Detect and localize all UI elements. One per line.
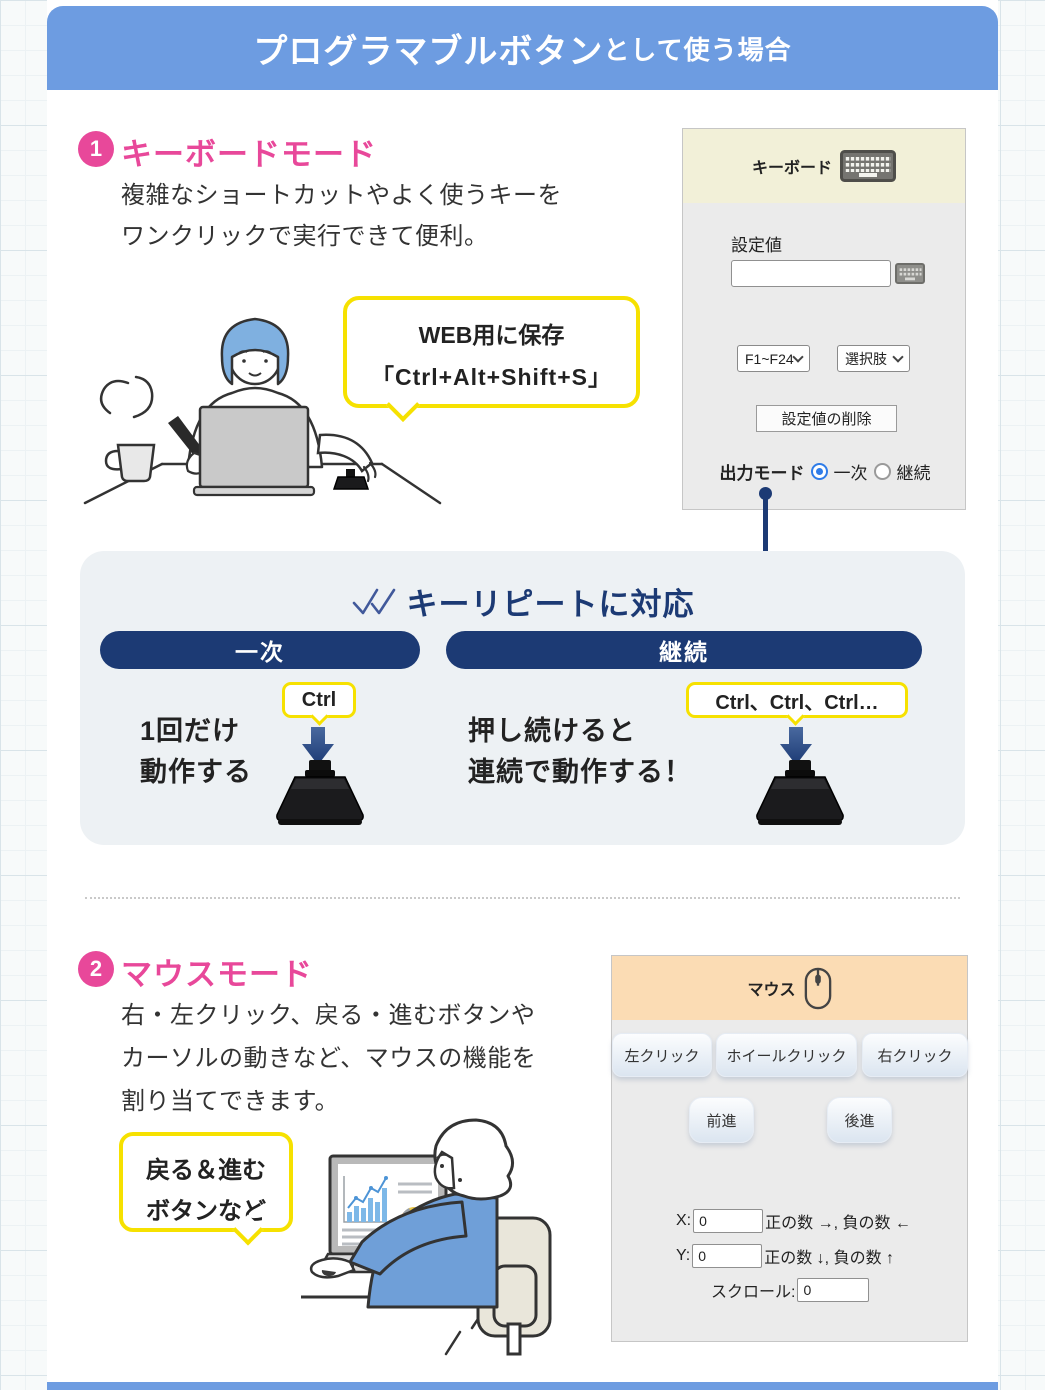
scroll-label: スクロール: bbox=[711, 1284, 796, 1301]
page-title-banner: プログラマブルボタン として使う場合 bbox=[47, 6, 998, 90]
setting-value-input[interactable] bbox=[731, 260, 891, 287]
back-forward-speech-bubble: 戻る＆進む ボタンなど bbox=[119, 1132, 293, 1246]
y-label: Y: bbox=[676, 1247, 691, 1264]
section2-body-line1: 右・左クリック、戻る・進むボタンや bbox=[121, 1002, 536, 1029]
section2-body-line3: 割り当てできます。 bbox=[121, 1088, 340, 1115]
save-bubble-line2: 「Ctrl+Alt+Shift+S」 bbox=[370, 364, 612, 390]
x-label: X: bbox=[676, 1212, 692, 1229]
y-coordinate-row: Y: 正の数 ↓, 負の数 ↑ bbox=[676, 1244, 894, 1268]
keyboard-settings-panel: キーボード 設定値 F1~F24 選択肢 設定値の削除 bbox=[682, 128, 966, 510]
delete-setting-button[interactable]: 設定値の削除 bbox=[756, 405, 897, 432]
section2-body-line2: カーソルの動きなど、マウスの機能を bbox=[121, 1045, 537, 1072]
connector-dot bbox=[759, 487, 772, 500]
section-divider bbox=[85, 897, 960, 899]
double-check-icon bbox=[352, 588, 395, 614]
setting-value-label: 設定値 bbox=[731, 236, 782, 255]
choice-value: 選択肢 bbox=[845, 350, 887, 367]
mouse-panel-header: マウス bbox=[612, 956, 967, 1020]
section1-heading: キーボードモード bbox=[121, 137, 377, 172]
mouse-panel-title: マウス bbox=[747, 982, 796, 999]
x-input[interactable] bbox=[693, 1209, 764, 1233]
section2-heading: マウスモード bbox=[121, 957, 313, 992]
arrow-down-icon bbox=[302, 727, 334, 765]
section2-number-badge: 2 bbox=[78, 951, 114, 987]
person-with-charts-illustration bbox=[301, 1118, 552, 1356]
mouse-icon bbox=[804, 967, 831, 1009]
mouse-settings-panel: マウス 左クリック ホイールクリック 右クリック 前進 後進 X: 正の数 →,… bbox=[611, 955, 968, 1342]
key-select-value: F1~F24 bbox=[745, 350, 794, 367]
scroll-row: スクロール: bbox=[711, 1278, 870, 1302]
continuous-bar: 継続 bbox=[446, 631, 922, 669]
key-select-dropdown[interactable]: F1~F24 bbox=[737, 345, 810, 372]
button-device-image bbox=[276, 760, 364, 825]
key-repeat-title: キーリピートに対応 bbox=[406, 587, 695, 622]
radio-primary-icon[interactable] bbox=[810, 463, 828, 480]
key-repeat-title-row: キーリピートに対応 bbox=[80, 579, 965, 624]
keyboard-panel-title: キーボード bbox=[751, 160, 832, 177]
back-forward-line1: 戻る＆進む bbox=[146, 1157, 266, 1184]
primary-text: 1回だけ 動作する bbox=[140, 716, 252, 787]
ctrl-repeat-bubble: Ctrl、Ctrl、Ctrl… bbox=[686, 682, 908, 726]
radio-primary-label: 一次 bbox=[833, 464, 868, 483]
y-input[interactable] bbox=[692, 1244, 763, 1268]
left-click-button[interactable]: 左クリック bbox=[612, 1033, 712, 1077]
right-click-button[interactable]: 右クリック bbox=[862, 1033, 968, 1077]
continuous-text: 押し続けると 連続で動作する！ bbox=[468, 716, 692, 787]
arrow-down-icon bbox=[780, 727, 812, 765]
page-title-main: プログラマブルボタン bbox=[253, 32, 604, 71]
x-coordinate-row: X: 正の数 →, 負の数 ← bbox=[676, 1209, 911, 1233]
keyboard-icon bbox=[840, 150, 896, 182]
section1-body-line2: ワンクリックで実行できて便利。 bbox=[121, 223, 489, 250]
section1-number-badge: 1 bbox=[78, 131, 114, 167]
save-speech-bubble: WEB用に保存 「Ctrl+Alt+Shift+S」 bbox=[343, 296, 640, 422]
next-banner-edge bbox=[47, 1382, 998, 1390]
page-title-sub: として使う場合 bbox=[603, 34, 792, 65]
button-device-image bbox=[756, 760, 844, 825]
radio-continuous-icon[interactable] bbox=[873, 463, 891, 480]
key-repeat-box: キーリピートに対応 一次 継続 1回だけ 動作する Ctrl 押し続けると 連続… bbox=[80, 551, 965, 845]
chevron-down-icon bbox=[892, 350, 904, 363]
x-hint: 正の数 →, 負の数 ← bbox=[765, 1215, 911, 1232]
ctrl-bubble: Ctrl bbox=[282, 682, 356, 726]
save-bubble-line1: WEB用に保存 bbox=[418, 322, 565, 348]
chevron-down-icon bbox=[792, 350, 804, 363]
primary-bar: 一次 bbox=[100, 631, 420, 669]
person-at-laptop-illustration bbox=[83, 317, 442, 505]
back-button[interactable]: 後進 bbox=[827, 1097, 892, 1143]
output-mode-label: 出力モード bbox=[719, 464, 805, 483]
keyboard-panel-header: キーボード bbox=[683, 129, 965, 203]
radio-continuous-label: 継続 bbox=[896, 464, 931, 483]
scroll-input[interactable] bbox=[797, 1278, 870, 1302]
y-hint: 正の数 ↓, 負の数 ↑ bbox=[764, 1250, 895, 1267]
choice-dropdown[interactable]: 選択肢 bbox=[837, 345, 910, 372]
wheel-click-button[interactable]: ホイールクリック bbox=[716, 1033, 857, 1077]
section1-body-line1: 複雑なショートカットやよく使うキーを bbox=[121, 182, 562, 209]
output-mode-row: 出力モード 一次 継続 bbox=[683, 459, 967, 484]
keyboard-small-icon[interactable] bbox=[895, 263, 925, 284]
connector-line bbox=[763, 497, 768, 553]
forward-button[interactable]: 前進 bbox=[689, 1097, 754, 1143]
